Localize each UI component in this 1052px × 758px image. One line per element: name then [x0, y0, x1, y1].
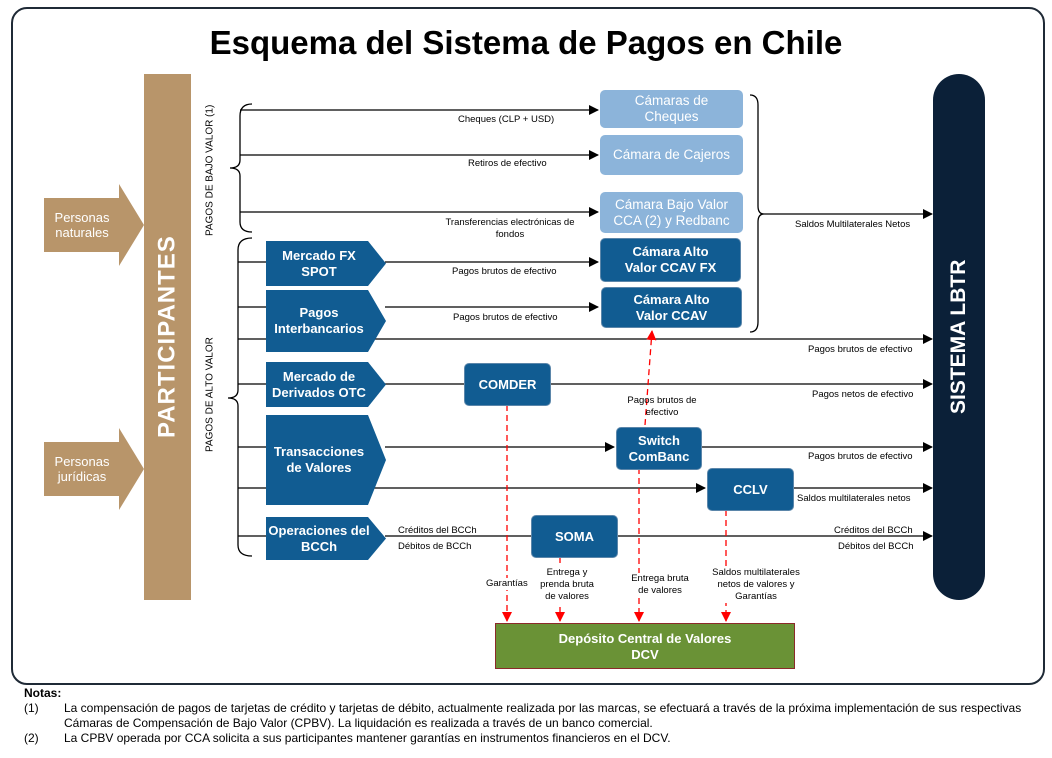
mercado-fx-spot: Mercado FX SPOT [266, 241, 386, 286]
flow-switch-brutos: Pagos brutos de efectivo [808, 451, 913, 462]
bajo-brace [229, 103, 253, 233]
flow-retiros: Retiros de efectivo [468, 158, 547, 169]
flow-cclv-saldos: Saldos multilaterales netos [797, 493, 911, 504]
mercado-derivados-otc: Mercado de Derivados OTC [266, 362, 386, 407]
flow-saldos-valores: Saldos multilaterales netos de valores y… [706, 567, 806, 603]
bajo-valor-label: PAGOS DE BAJO VALOR (1) [204, 104, 216, 236]
flow-transferencias: Transferencias electrónicas de fondos [445, 217, 575, 240]
personas-naturales-label: Personas naturales [54, 210, 110, 240]
camara-ccav: Cámara Alto Valor CCAV [601, 287, 742, 328]
note-number: (2) [24, 731, 39, 745]
flow-entrega-prenda: Entrega y prenda bruta de valores [537, 567, 597, 603]
alto-brace [227, 237, 253, 557]
flow-cheques: Cheques (CLP + USD) [458, 114, 555, 125]
flow-entrega-bruta: Entrega bruta de valores [625, 573, 695, 597]
note-text: La compensación de pagos de tarjetas de … [64, 701, 1022, 730]
camara-bajo-valor: Cámara Bajo Valor CCA (2) y Redbanc [600, 192, 743, 233]
camaras-brace [749, 94, 765, 333]
note-text: La CPBV operada por CCA solicita a sus p… [64, 731, 671, 745]
personas-juridicas-label: Personas jurídicas [54, 454, 110, 484]
notes: Notas: (1) La compensación de pagos de ta… [24, 686, 1034, 746]
flow-switch-up: Pagos brutos de efectivo [627, 395, 697, 418]
note-item: (2) La CPBV operada por CCA solicita a su… [24, 731, 1034, 746]
dcv-line2: DCV [631, 647, 659, 662]
flow-garantias: Garantías [486, 578, 528, 590]
dcv-line1: Depósito Central de Valores [558, 631, 732, 646]
pagos-interbancarios: Pagos Interbancarios [266, 290, 386, 352]
soma-box: SOMA [531, 515, 618, 558]
camara-cheques: Cámaras de Cheques [600, 90, 743, 128]
notes-heading: Notas: [24, 686, 62, 700]
sistema-lbtr: SISTEMA LBTR [933, 74, 985, 600]
participantes-bar: PARTICIPANTES [144, 74, 191, 600]
alto-valor-label: PAGOS DE ALTO VALOR [204, 337, 216, 453]
flow-creditos-out: Créditos del BCCh [834, 525, 913, 536]
note-item: (1) La compensación de pagos de tarjetas … [24, 701, 1034, 731]
comder-box: COMDER [464, 363, 551, 406]
operaciones-bcch: Operaciones del BCCh [266, 517, 386, 560]
note-number: (1) [24, 701, 39, 715]
flow-fx-brutos: Pagos brutos de efectivo [452, 266, 557, 277]
flow-inter-brutos: Pagos brutos de efectivo [453, 312, 558, 323]
camara-cajeros: Cámara de Cajeros [600, 135, 743, 175]
transacciones-valores: Transacciones de Valores [266, 415, 386, 505]
camara-ccav-fx: Cámara Alto Valor CCAV FX [600, 238, 741, 282]
flow-creditos-in: Créditos del BCCh [398, 525, 477, 536]
flow-netos: Pagos netos de efectivo [812, 389, 914, 400]
switch-combanc-box: Switch ComBanc [616, 427, 702, 470]
cclv-box: CCLV [707, 468, 794, 511]
flow-lbtr-brutos: Pagos brutos de efectivo [808, 344, 913, 355]
flow-debitos-out: Débitos del BCCh [838, 541, 914, 552]
flow-debitos-in: Débitos de BCCh [398, 541, 472, 552]
diagram-frame [11, 7, 1045, 685]
diagram-title: Esquema del Sistema de Pagos en Chile [209, 24, 843, 61]
flow-saldos-netos: Saldos Multilaterales Netos [795, 219, 911, 230]
